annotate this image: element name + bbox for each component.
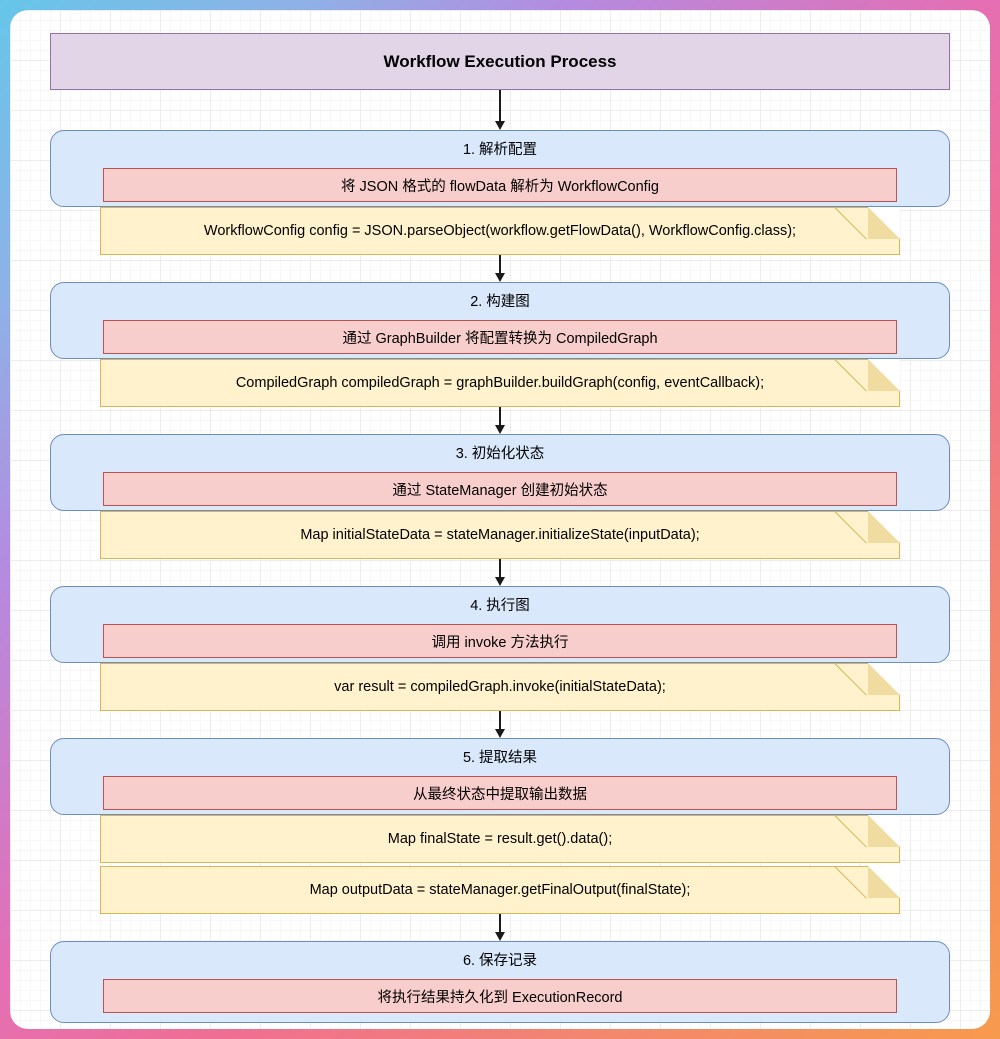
step-description: 将执行结果持久化到 ExecutionRecord: [103, 979, 897, 1013]
step-container-1: 1. 解析配置 将 JSON 格式的 flowData 解析为 Workflow…: [50, 130, 950, 207]
workflow-flowchart: Workflow Execution Process 1. 解析配置 将 JSO…: [10, 33, 990, 1023]
step-container-6: 6. 保存记录 将执行结果持久化到 ExecutionRecord: [50, 941, 950, 1023]
flow-arrow: [494, 407, 506, 434]
diagram-title: Workflow Execution Process: [383, 51, 617, 71]
diagram-canvas: Workflow Execution Process 1. 解析配置 将 JSO…: [10, 10, 990, 1029]
arrow-head-icon: [495, 121, 505, 130]
code-note: var result = compiledGraph.invoke(initia…: [100, 663, 900, 711]
code-text: WorkflowConfig config = JSON.parseObject…: [203, 223, 797, 239]
arrow-head-icon: [495, 273, 505, 282]
step-description: 调用 invoke 方法执行: [103, 624, 897, 658]
step-description-text: 通过 GraphBuilder 将配置转换为 CompiledGraph: [342, 330, 658, 347]
step-title: 6. 保存记录: [462, 953, 538, 969]
code-note: Map outputData = stateManager.getFinalOu…: [100, 866, 900, 914]
step-block-6: 6. 保存记录 将执行结果持久化到 ExecutionRecord: [50, 941, 950, 1023]
step-block-1: 1. 解析配置 将 JSON 格式的 flowData 解析为 Workflow…: [50, 130, 950, 255]
step-container-4: 4. 执行图 调用 invoke 方法执行: [50, 586, 950, 663]
step-description-text: 调用 invoke 方法执行: [431, 634, 569, 651]
flow-arrow: [494, 914, 506, 941]
code-text: Map outputData = stateManager.getFinalOu…: [309, 882, 691, 898]
step-description-text: 通过 StateManager 创建初始状态: [392, 482, 608, 499]
folded-corner-icon: [868, 359, 900, 391]
flow-arrow: [494, 711, 506, 738]
arrow-head-icon: [495, 425, 505, 434]
step-title: 4. 执行图: [470, 598, 530, 614]
folded-corner-icon: [868, 866, 900, 898]
step-block-4: 4. 执行图 调用 invoke 方法执行 var result = compi…: [50, 586, 950, 711]
folded-corner-icon: [868, 207, 900, 239]
step-block-3: 3. 初始化状态 通过 StateManager 创建初始状态 Map init…: [50, 434, 950, 559]
step-description-text: 将 JSON 格式的 flowData 解析为 WorkflowConfig: [341, 178, 659, 195]
step-description-text: 从最终状态中提取输出数据: [413, 786, 587, 803]
arrow-line: [499, 255, 501, 274]
folded-corner-icon: [868, 511, 900, 543]
arrow-line: [499, 407, 501, 426]
code-note: CompiledGraph compiledGraph = graphBuild…: [100, 359, 900, 407]
arrow-head-icon: [495, 932, 505, 941]
code-text: Map initialStateData = stateManager.init…: [300, 527, 700, 543]
folded-corner-icon: [868, 663, 900, 695]
step-title: 2. 构建图: [470, 294, 530, 310]
code-note: WorkflowConfig config = JSON.parseObject…: [100, 207, 900, 255]
step-description-text: 将执行结果持久化到 ExecutionRecord: [377, 989, 623, 1006]
step-title: 1. 解析配置: [462, 142, 538, 158]
step-container-3: 3. 初始化状态 通过 StateManager 创建初始状态: [50, 434, 950, 511]
flow-arrow: [494, 90, 506, 130]
arrow-head-icon: [495, 729, 505, 738]
arrow-head-icon: [495, 577, 505, 586]
code-text: var result = compiledGraph.invoke(initia…: [334, 679, 666, 695]
arrow-line: [499, 559, 501, 578]
step-container-5: 5. 提取结果 从最终状态中提取输出数据: [50, 738, 950, 815]
folded-corner-icon: [868, 815, 900, 847]
step-container-2: 2. 构建图 通过 GraphBuilder 将配置转换为 CompiledGr…: [50, 282, 950, 359]
step-title: 5. 提取结果: [462, 750, 538, 766]
step-description: 通过 StateManager 创建初始状态: [103, 472, 897, 506]
flow-arrow: [494, 255, 506, 282]
arrow-line: [499, 711, 501, 730]
step-description: 从最终状态中提取输出数据: [103, 776, 897, 810]
step-description: 将 JSON 格式的 flowData 解析为 WorkflowConfig: [103, 168, 897, 202]
code-text: Map finalState = result.get().data();: [387, 831, 613, 847]
step-block-5: 5. 提取结果 从最终状态中提取输出数据 Map finalState = re…: [50, 738, 950, 914]
diagram-title-box: Workflow Execution Process: [50, 33, 950, 90]
code-text: CompiledGraph compiledGraph = graphBuild…: [235, 375, 765, 391]
arrow-line: [499, 90, 501, 122]
code-note: Map finalState = result.get().data();: [100, 815, 900, 863]
code-note: Map initialStateData = stateManager.init…: [100, 511, 900, 559]
arrow-line: [499, 914, 501, 933]
step-block-2: 2. 构建图 通过 GraphBuilder 将配置转换为 CompiledGr…: [50, 282, 950, 407]
step-title: 3. 初始化状态: [455, 446, 545, 462]
step-description: 通过 GraphBuilder 将配置转换为 CompiledGraph: [103, 320, 897, 354]
flow-arrow: [494, 559, 506, 586]
